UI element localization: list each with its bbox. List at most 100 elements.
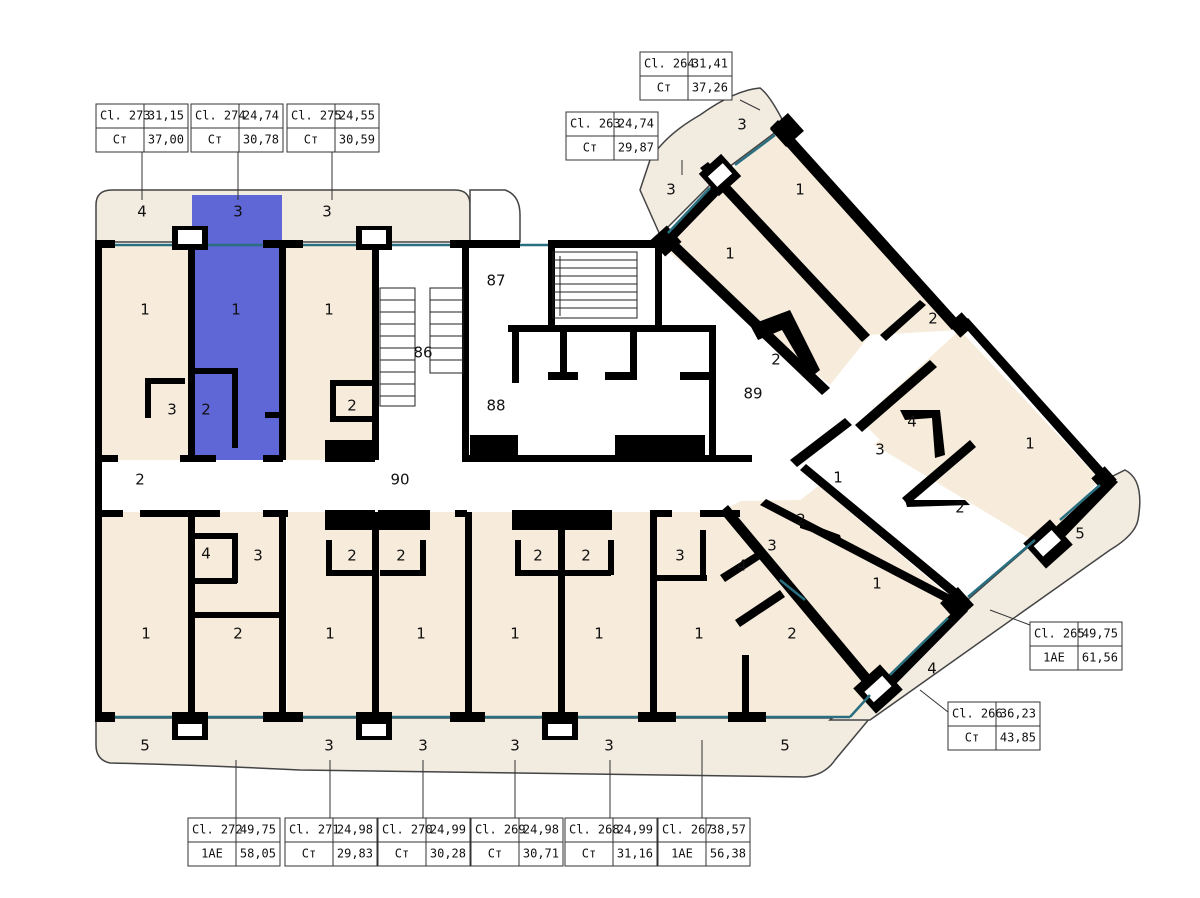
room-number: 3 [510, 737, 520, 755]
room-number: 2 [396, 547, 406, 565]
room-number: 2 [796, 511, 806, 529]
room-number: 1 [140, 301, 150, 319]
apartment-code: Сl. 273 [100, 109, 151, 123]
room-number: 3 [167, 401, 177, 419]
room-number: 2 [533, 547, 543, 565]
walls [95, 113, 1118, 740]
apartment-code: Сl. 269 [475, 823, 526, 837]
room-number: 2 [787, 625, 797, 643]
room-number: 4 [737, 557, 747, 575]
apartment-total-area: 58,05 [240, 847, 276, 861]
room-number: 3 [324, 737, 334, 755]
room-number: 3 [253, 547, 263, 565]
apartment-living-area: 36,23 [1000, 707, 1036, 721]
core-label-89: 89 [743, 385, 762, 403]
room-264 [725, 128, 960, 335]
balcony-top-left [95, 189, 471, 243]
room-267 [655, 512, 870, 717]
room-number: 1 [325, 625, 335, 643]
apartment-total-area: 37,26 [692, 81, 728, 95]
apartment-type: Ст [208, 133, 222, 147]
apartment-code: Сl. 268 [569, 823, 620, 837]
room-number: 4 [927, 660, 937, 678]
apartment-type: Ст [302, 847, 316, 861]
apartment-total-area: 61,56 [1082, 651, 1118, 665]
room-275 [286, 245, 374, 460]
apartment-living-area: 24,98 [523, 823, 559, 837]
room-number: 2 [135, 471, 145, 489]
apartment-living-area: 49,75 [1082, 627, 1118, 641]
apartment-code: Сl. 266 [952, 707, 1003, 721]
room-number: 3 [675, 547, 685, 565]
room-number: 1 [231, 301, 241, 319]
apartment-code: Сl. 274 [195, 109, 246, 123]
room-273 [100, 245, 188, 460]
room-number: 2 [233, 625, 243, 643]
apartment-code: Сl. 275 [291, 109, 342, 123]
room-number: 5 [780, 737, 790, 755]
apartment-type: Ст [304, 133, 318, 147]
apartment-living-area: 24,99 [617, 823, 653, 837]
apartment-total-area: 37,00 [148, 133, 184, 147]
room-number: 4 [907, 413, 917, 431]
room-number: 5 [1075, 525, 1085, 543]
balcony-bottom [95, 717, 872, 778]
room-number: 1 [141, 625, 151, 643]
room-number: 1 [833, 469, 843, 487]
apartment-type: 1АЕ [201, 847, 223, 861]
apartment-code: Сl. 270 [382, 823, 433, 837]
room-number: 5 [140, 737, 150, 755]
apartment-code: Сl. 272 [192, 823, 243, 837]
apartment-living-area: 49,75 [240, 823, 276, 837]
apartment-living-area: 38,57 [710, 823, 746, 837]
apartment-total-area: 29,87 [618, 141, 654, 155]
apartment-type: Ст [113, 133, 127, 147]
room-number: 2 [955, 499, 965, 517]
room-266 [720, 470, 960, 690]
room-number: 2 [771, 351, 781, 369]
balcony-top-right [639, 87, 786, 237]
room-number: 1 [1025, 435, 1035, 453]
apartment-total-area: 43,85 [1000, 731, 1036, 745]
corridor-label-90: 90 [390, 471, 409, 489]
apartment-code: Сl. 271 [289, 823, 340, 837]
apartment-total-area: 29,83 [337, 847, 373, 861]
apartment-total-area: 56,38 [710, 847, 746, 861]
stair-flight-right [429, 287, 464, 374]
apartment-total-area: 30,28 [430, 847, 466, 861]
apartment-type: Ст [395, 847, 409, 861]
apartment-living-area: 24,55 [339, 109, 375, 123]
room-number: 3 [737, 116, 747, 134]
apartment-type: Ст [965, 731, 979, 745]
room-number: 1 [725, 245, 735, 263]
apartment-type: Ст [582, 847, 596, 861]
apartment-code: Сl. 263 [570, 117, 621, 131]
apartment-living-area: 24,99 [430, 823, 466, 837]
room-number: 4 [201, 545, 211, 563]
apartment-total-area: 30,71 [523, 847, 559, 861]
glazing [115, 134, 1101, 719]
leader-lines [141, 99, 1031, 820]
apartment-living-area: 31,41 [692, 57, 728, 71]
room-number: 2 [201, 401, 211, 419]
apartment-code: Сl. 265 [1034, 627, 1085, 641]
room-number: 1 [594, 625, 604, 643]
room-269 [470, 512, 558, 717]
apartment-total-area: 30,59 [339, 133, 375, 147]
stairs [379, 251, 638, 407]
